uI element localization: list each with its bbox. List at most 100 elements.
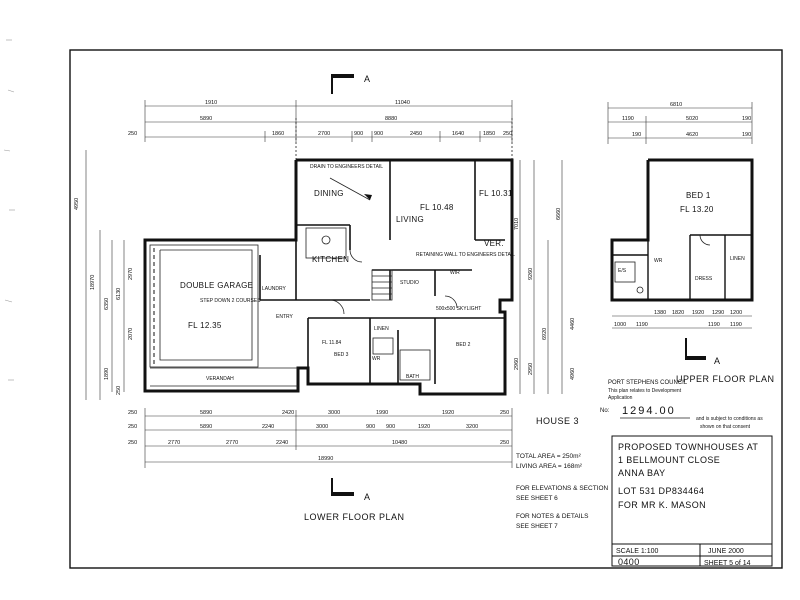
svg-text:5020: 5020 — [686, 116, 698, 122]
room-linen: LINEN — [374, 326, 389, 332]
svg-text:6810: 6810 — [670, 102, 682, 108]
svg-text:1850: 1850 — [483, 131, 495, 137]
svg-text:1000: 1000 — [614, 322, 626, 328]
svg-text:900: 900 — [354, 131, 363, 137]
svg-text:1890: 1890 — [104, 368, 110, 380]
svg-text:A: A — [364, 492, 371, 502]
upper-floor-plan-title: UPPER FLOOR PLAN — [676, 374, 775, 384]
title-line-4: LOT 531 DP834464 — [618, 486, 704, 496]
svg-text:6920: 6920 — [542, 328, 548, 340]
svg-text:1190: 1190 — [622, 116, 634, 122]
room-bed1: BED 1 — [686, 191, 711, 200]
svg-text:A: A — [364, 74, 371, 84]
section-marker-top: A — [331, 74, 371, 94]
sheet-number: SHEET 5 of 14 — [704, 560, 751, 567]
svg-text:1860: 1860 — [272, 131, 284, 137]
svg-text:6130: 6130 — [116, 288, 122, 300]
svg-text:1200: 1200 — [730, 310, 742, 316]
svg-text:No:: No: — [600, 408, 610, 414]
svg-text:This plan relates to Developme: This plan relates to Development — [608, 388, 682, 394]
svg-text:1190: 1190 — [636, 322, 648, 328]
level-living: FL 10.48 — [420, 203, 454, 212]
svg-text:190: 190 — [632, 132, 641, 138]
room-linen-upper: LINEN — [730, 256, 745, 262]
svg-text:3000: 3000 — [316, 424, 328, 430]
svg-text:18970: 18970 — [90, 275, 96, 290]
job-number: 0400 — [618, 557, 640, 567]
room-bed2: BED 2 — [456, 342, 471, 348]
svg-text:2420: 2420 — [282, 410, 294, 416]
svg-text:3000: 3000 — [328, 410, 340, 416]
svg-text:9260: 9260 — [528, 268, 534, 280]
svg-text:7010: 7010 — [514, 218, 520, 230]
ref-notes: FOR NOTES & DETAILS — [516, 513, 589, 520]
house-label: HOUSE 3 — [536, 416, 579, 426]
svg-text:2240: 2240 — [262, 424, 274, 430]
room-dress: DRESS — [695, 276, 713, 282]
svg-text:1920: 1920 — [692, 310, 704, 316]
svg-text:11040: 11040 — [395, 100, 410, 106]
svg-text:6660: 6660 — [556, 208, 562, 220]
note-step-down: STEP DOWN 2 COURSES — [200, 298, 261, 304]
svg-text:1910: 1910 — [205, 100, 217, 106]
ref-notes-sheet: SEE SHEET 7 — [516, 523, 558, 530]
svg-text:18990: 18990 — [318, 456, 333, 462]
svg-text:250: 250 — [503, 131, 512, 137]
svg-text:1820: 1820 — [672, 310, 684, 316]
svg-text:2700: 2700 — [318, 131, 330, 137]
section-marker-bottom: A — [331, 478, 371, 502]
svg-text:4950: 4950 — [74, 198, 80, 210]
svg-text:2070: 2070 — [128, 328, 134, 340]
svg-text:2770: 2770 — [168, 440, 180, 446]
level-garage: FL 12.35 — [188, 321, 222, 330]
room-dining: DINING — [314, 189, 344, 198]
title-line-1: PROPOSED TOWNHOUSES AT — [618, 442, 758, 452]
council-stamp: PORT STEPHENS COUNCIL This plan relates … — [600, 380, 763, 430]
svg-text:A: A — [714, 356, 721, 366]
svg-text:PORT STEPHENS COUNCIL: PORT STEPHENS COUNCIL — [608, 380, 688, 386]
svg-text:4460: 4460 — [570, 318, 576, 330]
room-double-garage: DOUBLE GARAGE — [180, 281, 253, 290]
note-drain: DRAIN TO ENGINEERS DETAIL — [310, 164, 383, 170]
svg-text:900: 900 — [386, 424, 395, 430]
svg-text:and is subject to conditions a: and is subject to conditions as — [696, 416, 763, 422]
title-line-3: ANNA BAY — [618, 468, 666, 478]
ref-elevations: FOR ELEVATIONS & SECTION — [516, 485, 609, 492]
room-wr-lower: WR — [372, 356, 381, 362]
living-area: LIVING AREA = 168m² — [516, 463, 583, 470]
svg-text:900: 900 — [374, 131, 383, 137]
svg-text:190: 190 — [742, 132, 751, 138]
date-label: JUNE 2000 — [708, 548, 744, 555]
room-living: LIVING — [396, 215, 424, 224]
svg-text:4620: 4620 — [686, 132, 698, 138]
room-wr-upper: WR — [654, 258, 663, 264]
level-bed3: FL 11.84 — [322, 340, 341, 346]
upper-floor-plan: 6810 1190 5020 190 4620 190 190 BED 1 FL… — [607, 102, 775, 384]
svg-text:1190: 1190 — [730, 322, 742, 328]
level-verandah: FL 10.31 — [479, 189, 513, 198]
room-bed3: BED 3 — [334, 352, 349, 358]
svg-text:190: 190 — [742, 116, 751, 122]
ref-elevations-sheet: SEE SHEET 6 — [516, 495, 558, 502]
note-retaining-wall: RETAINING WALL TO ENGINEERS DETAIL — [416, 252, 515, 258]
svg-text:250: 250 — [128, 424, 137, 430]
svg-text:250: 250 — [128, 440, 137, 446]
scale-label: SCALE 1:100 — [616, 548, 659, 555]
svg-text:2960: 2960 — [514, 358, 520, 370]
svg-text:250: 250 — [128, 131, 137, 137]
svg-text:10480: 10480 — [392, 440, 407, 446]
svg-text:3200: 3200 — [466, 424, 478, 430]
room-bath: BATH — [406, 374, 419, 380]
svg-text:900: 900 — [366, 424, 375, 430]
svg-text:1990: 1990 — [376, 410, 388, 416]
room-verandah: VERANDAH — [206, 376, 234, 382]
note-skylight: 500x500 SKYLIGHT — [436, 306, 481, 312]
svg-text:Application: Application — [608, 395, 633, 401]
svg-text:2240: 2240 — [276, 440, 288, 446]
title-line-2: 1 BELLMOUNT CLOSE — [618, 455, 720, 465]
lower-floor-plan: 1910 11040 5890 8880 250 1860 2700 900 9… — [74, 100, 576, 522]
scan-edge-noise — [3, 39, 15, 381]
svg-text:1920: 1920 — [442, 410, 454, 416]
svg-text:6350: 6350 — [104, 298, 110, 310]
svg-text:5890: 5890 — [200, 410, 212, 416]
